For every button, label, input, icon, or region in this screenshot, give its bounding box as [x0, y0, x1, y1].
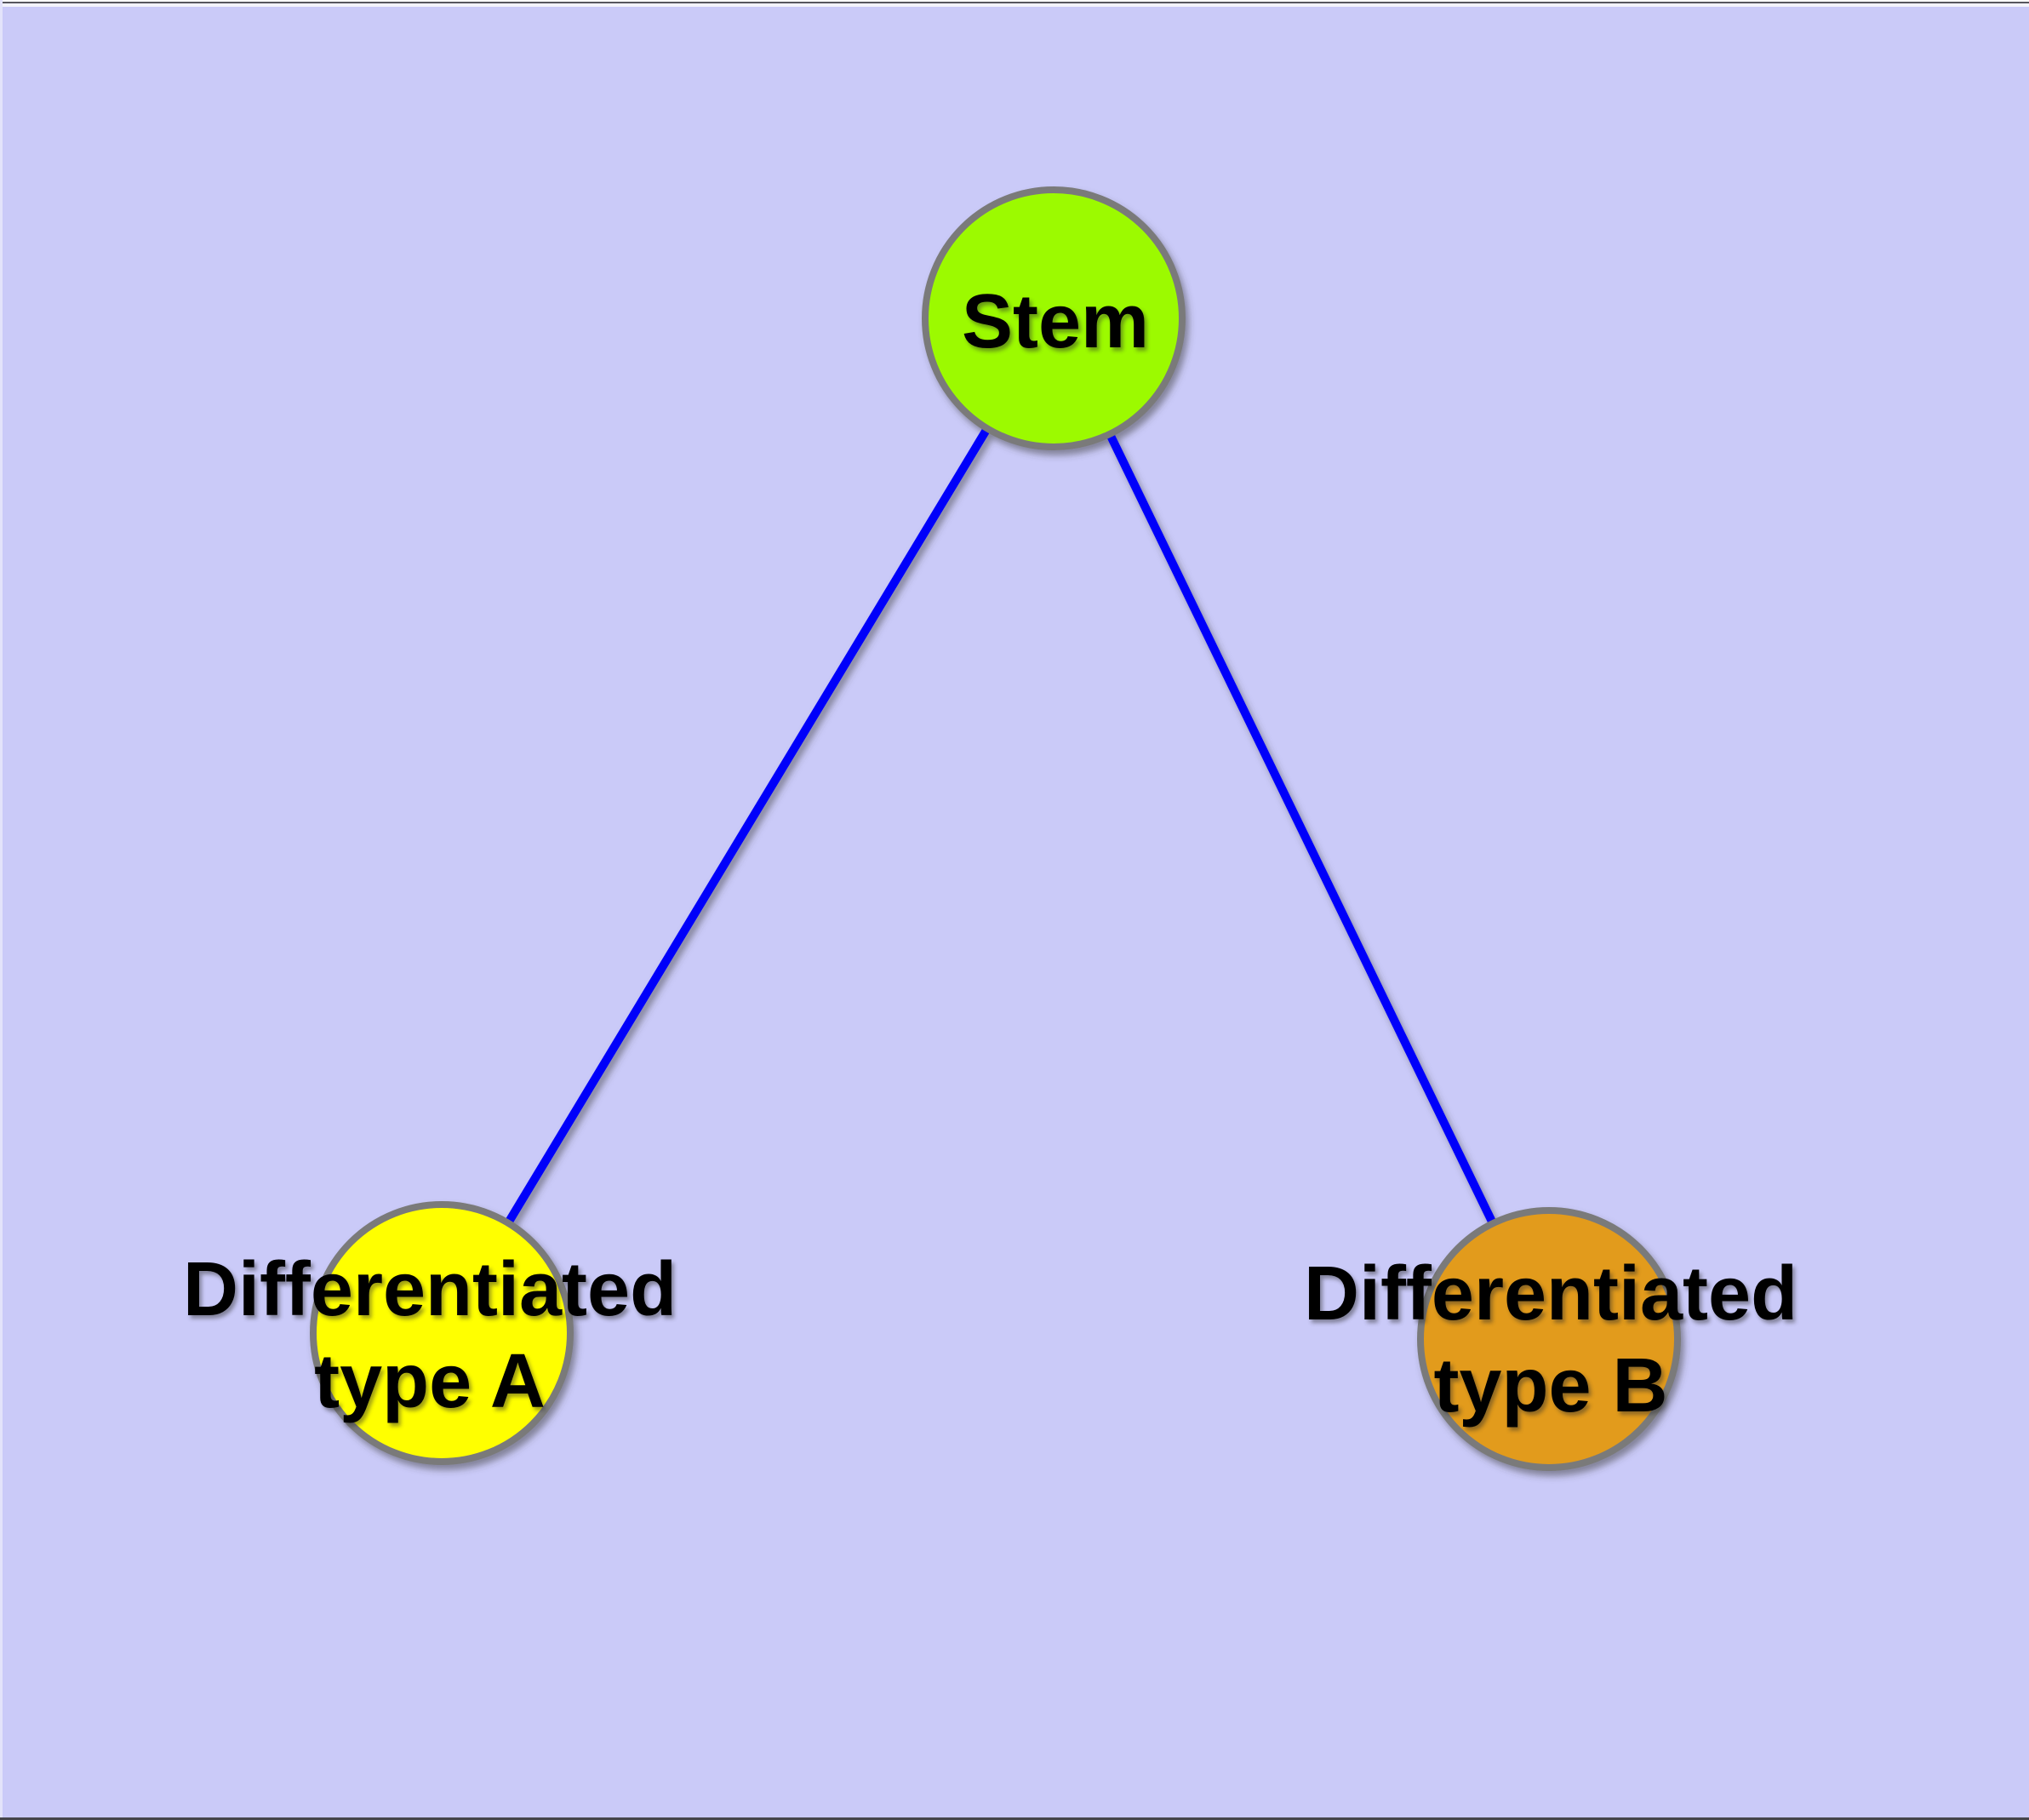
node-label-type-b-line1: Differentiated — [1303, 1251, 1798, 1336]
window-left-inset — [0, 0, 3, 1820]
node-stem — [922, 186, 1186, 450]
node-label-type-a-line2: type A — [314, 1339, 546, 1424]
node-label-stem: Stem — [962, 276, 1149, 368]
edge-stem-to-type-b — [1049, 316, 1553, 1342]
node-label-stem-line1: Stem — [961, 279, 1150, 364]
node-label-type-b-line2: type B — [1433, 1343, 1668, 1428]
node-differentiated-type-a — [310, 1201, 574, 1465]
window-top-inset — [0, 3, 2029, 7]
edge-stem-to-type-a — [437, 316, 1058, 1336]
window-top-highlight — [0, 0, 2029, 2]
node-label-differentiated-type-a: Differentiated type A — [183, 1244, 677, 1428]
node-differentiated-type-b — [1417, 1207, 1681, 1471]
node-label-differentiated-type-b: Differentiated type B — [1304, 1248, 1798, 1432]
window-top-border — [0, 2, 2029, 3]
window-bottom-border — [0, 1817, 2029, 1820]
node-label-type-a-line1: Differentiated — [182, 1247, 677, 1332]
